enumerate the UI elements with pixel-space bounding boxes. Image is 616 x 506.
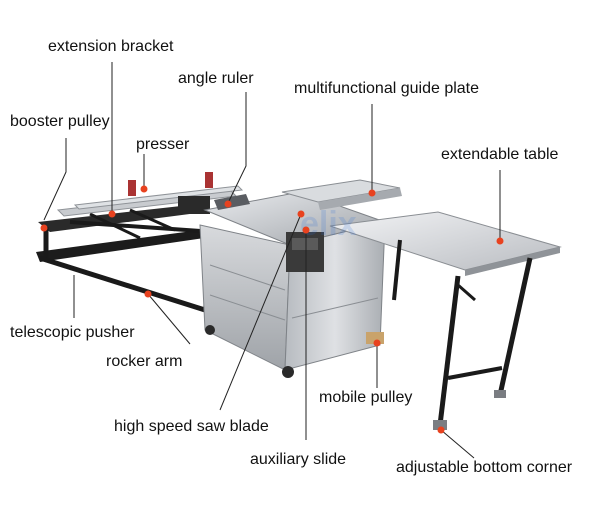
extendable-table [329,211,562,430]
label-auxiliary-slide: auxiliary slide [250,451,347,468]
label-telescopic-pusher: telescopic pusher [10,324,135,341]
callout-markers [40,185,504,434]
label-extension-bracket: extension bracket [48,38,174,55]
label-angle-ruler: angle ruler [178,70,254,87]
leader-lines [43,62,501,459]
label-mobile-pulley: mobile pulley [319,389,413,406]
label-rocker-arm: rocker arm [106,353,183,370]
label-presser: presser [136,136,190,153]
guide-plate [281,179,402,210]
label-booster-pulley: booster pulley [10,113,110,130]
saw-cabinet [199,191,387,378]
label-extendable-table: extendable table [441,146,559,163]
label-multifunctional-guide-plate: multifunctional guide plate [294,80,480,97]
label-adjustable-bottom-corner: adjustable bottom corner [396,459,573,476]
extension-bracket-frame [36,172,244,313]
watermark-mark: elix [300,205,357,243]
label-high-speed-saw-blade: high speed saw blade [114,418,269,435]
